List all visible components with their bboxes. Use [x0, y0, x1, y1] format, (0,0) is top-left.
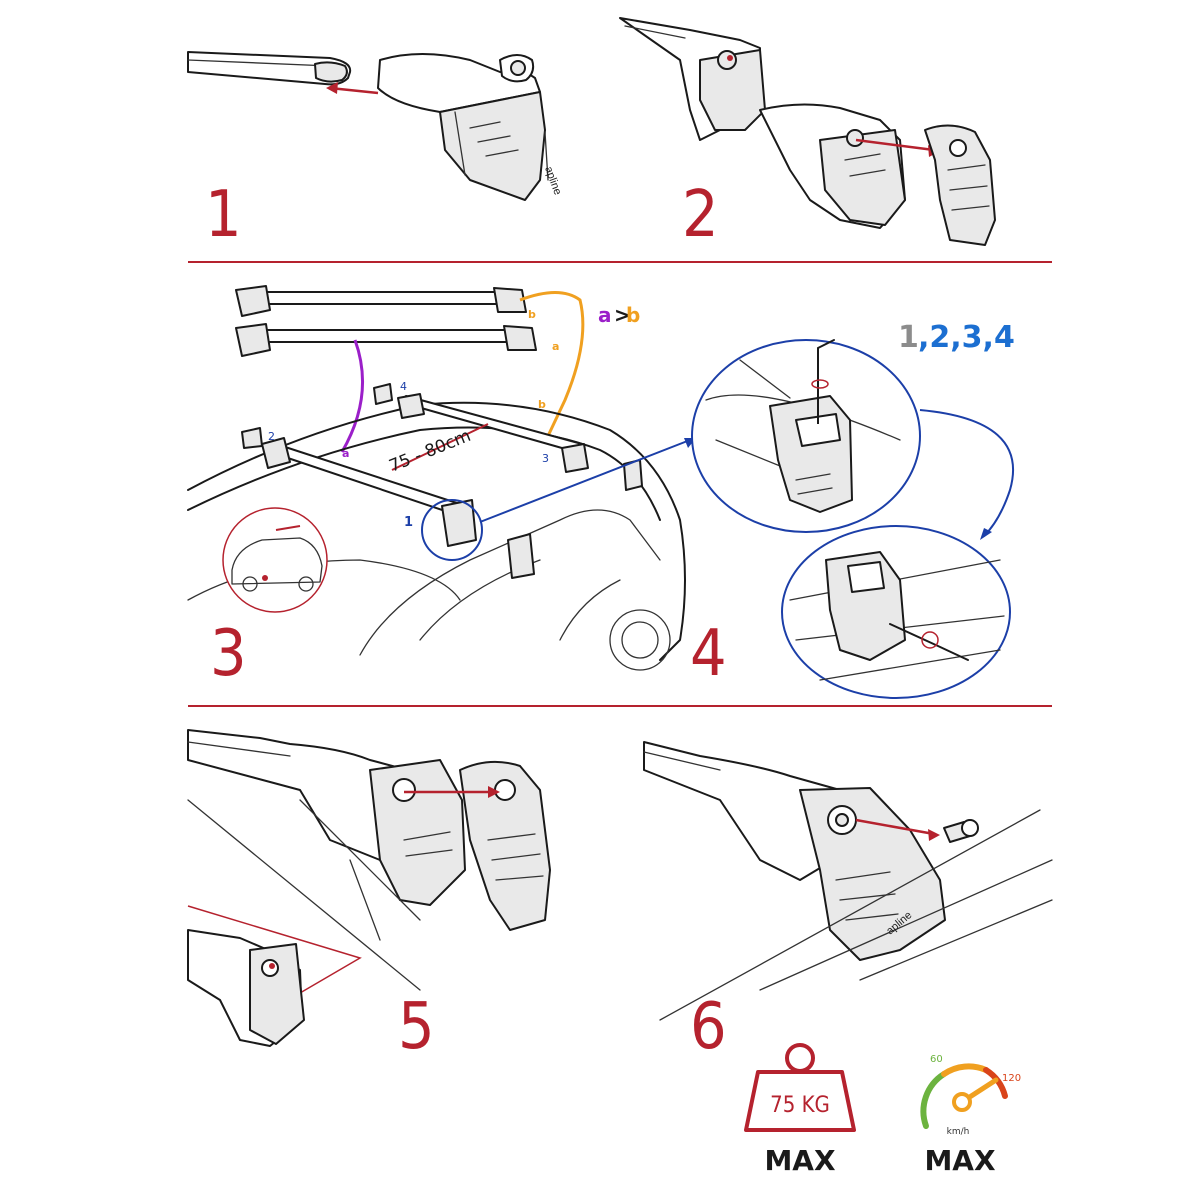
detail-loosen-bolt	[691, 339, 921, 533]
step-number: 6	[690, 990, 727, 1064]
tighten-order-label: 1 ,2,3,4	[898, 320, 1015, 355]
weight-value: 75 KG	[770, 1093, 830, 1118]
svg-text:1: 1	[404, 515, 413, 530]
installed-bars	[261, 393, 589, 547]
purple-measure-curve	[340, 339, 365, 453]
detail-tighten-bolt	[781, 525, 1011, 699]
svg-text:4: 4	[400, 380, 407, 393]
svg-text:,2,3,4: ,2,3,4	[918, 320, 1015, 355]
orange-measure-curve	[519, 291, 585, 437]
step-4-panel: 1 ,2,3,4 1 4	[690, 320, 1015, 699]
foot-1-highlight	[421, 499, 483, 561]
insert-arrow	[326, 82, 379, 95]
step-number: 4	[690, 617, 727, 691]
foot-cover	[924, 124, 996, 246]
svg-text:>: >	[614, 303, 631, 327]
step-number: 2	[682, 178, 719, 252]
roof-rack-foot-locked: apline	[643, 741, 1053, 1021]
key-icon	[943, 819, 979, 843]
roof-bar	[187, 51, 352, 86]
key-arrow	[855, 818, 940, 841]
svg-text:3: 3	[542, 452, 549, 465]
step-1-panel: apline 1	[187, 51, 563, 252]
roof-rack-foot-top	[619, 17, 766, 141]
distance-measure: 75 - 80cm	[386, 423, 489, 477]
step-2-panel: 2	[619, 17, 996, 252]
svg-text:b: b	[626, 303, 640, 327]
svg-text:1: 1	[898, 320, 919, 355]
step-3-panel: b a b a a > b	[187, 285, 696, 691]
inset-detail	[187, 905, 362, 1047]
svg-text:a: a	[598, 303, 612, 327]
svg-text:75 - 80cm: 75 - 80cm	[386, 426, 473, 477]
speed-max-text: MAX	[924, 1144, 996, 1177]
install-arrow	[404, 786, 500, 798]
roof-rack-foot	[187, 729, 466, 991]
max-weight-badge: 75 KG MAX	[744, 1043, 856, 1177]
weight-ring-icon	[785, 1043, 815, 1073]
letter-a-car: a	[342, 447, 349, 460]
step-5-panel: 5	[187, 729, 551, 1064]
step-number: 5	[398, 990, 435, 1064]
weight-icon	[744, 1070, 856, 1132]
foot-labels: 1 2 3 4	[268, 380, 549, 530]
speed-max-label: 120	[1002, 1073, 1021, 1084]
roof-rack-foot-bottom	[759, 103, 906, 229]
car-inset	[222, 507, 328, 613]
speed-min-label: 60	[930, 1054, 943, 1065]
letter-b-label: b	[528, 308, 536, 321]
roof-rack-foot: apline	[377, 53, 563, 201]
bar-pair: b a	[235, 285, 559, 357]
step-number: 3	[210, 617, 247, 691]
comparison-label: a > b	[598, 303, 640, 327]
step-6-panel: apline 6 75 KG MAX 60 120 km/h	[643, 741, 1053, 1177]
speed-unit-label: km/h	[947, 1127, 970, 1137]
letter-a-label: a	[552, 340, 559, 353]
letter-b-car: b	[538, 398, 546, 411]
svg-text:2: 2	[268, 430, 275, 443]
weight-max-label: MAX	[764, 1144, 836, 1177]
step-arrow	[919, 409, 1015, 537]
foot-cover	[459, 760, 551, 931]
svg-text:apline: apline	[542, 165, 563, 197]
step-number: 1	[205, 178, 242, 252]
max-speed-gauge: 60 120 km/h MAX	[920, 1054, 1021, 1177]
callout-line	[479, 439, 691, 523]
